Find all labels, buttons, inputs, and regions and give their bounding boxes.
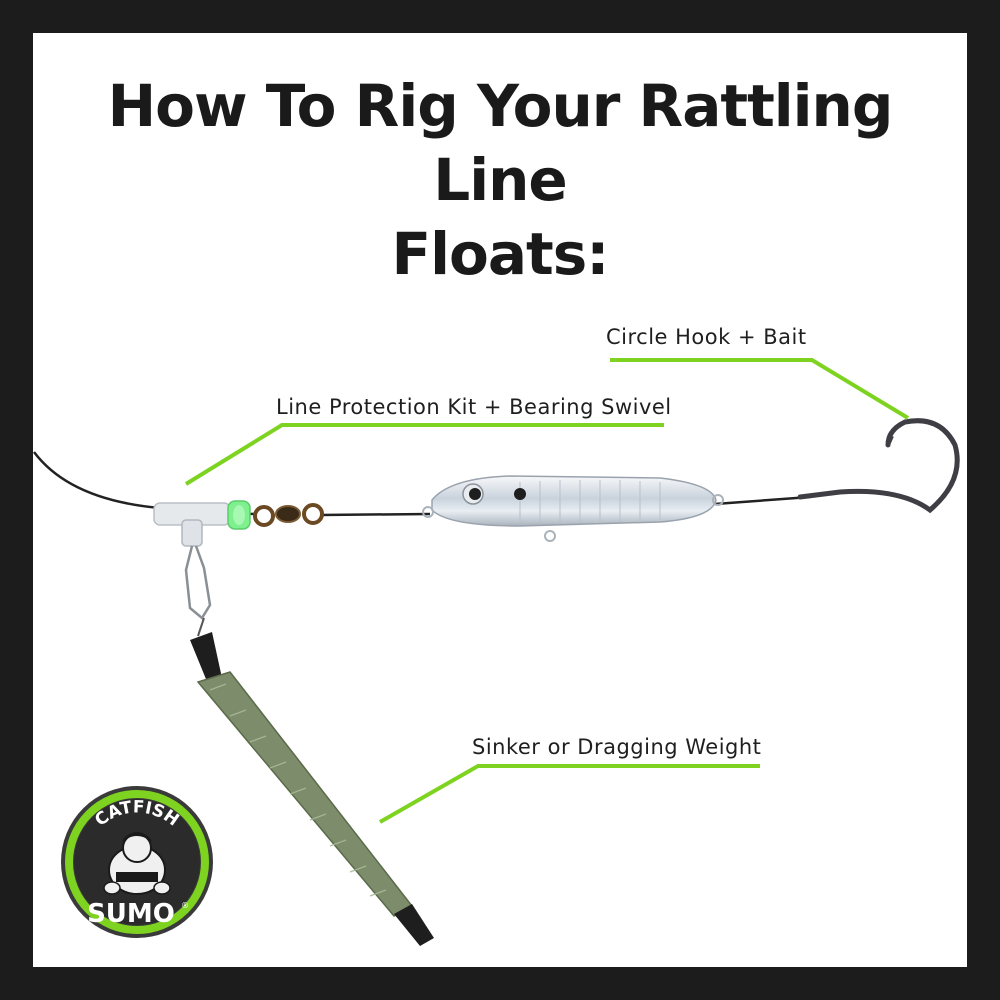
page-title: How To Rig Your Rattling Line Floats: xyxy=(33,69,967,291)
logo-text-top: CATFISH xyxy=(91,797,182,830)
callout-leader-swivel xyxy=(184,423,664,486)
callout-leader-sinker xyxy=(379,764,760,824)
fishing-line-segment xyxy=(714,495,811,506)
logo-text-bottom: SUMO xyxy=(87,899,175,929)
page-title-line-2: Floats: xyxy=(391,220,610,288)
snap-clip xyxy=(184,545,212,620)
fishing-line-segment xyxy=(319,512,431,517)
dragging-sinker xyxy=(190,617,434,946)
callout-leader-hook xyxy=(610,358,910,420)
circle-hook xyxy=(797,418,960,514)
catfish-sumo-logo xyxy=(61,786,213,938)
callout-hook-label: Circle Hook + Bait xyxy=(606,325,807,349)
fishing-line xyxy=(33,451,161,510)
bearing-swivel xyxy=(253,503,324,527)
logo-registered-mark: ® xyxy=(181,901,189,910)
callout-sinker-label: Sinker or Dragging Weight xyxy=(472,735,762,759)
callout-swivel-label: Line Protection Kit + Bearing Swivel xyxy=(276,395,672,419)
page-title-line-1: How To Rig Your Rattling Line xyxy=(107,72,894,214)
rattling-float xyxy=(422,475,724,542)
green-bead xyxy=(227,500,251,530)
